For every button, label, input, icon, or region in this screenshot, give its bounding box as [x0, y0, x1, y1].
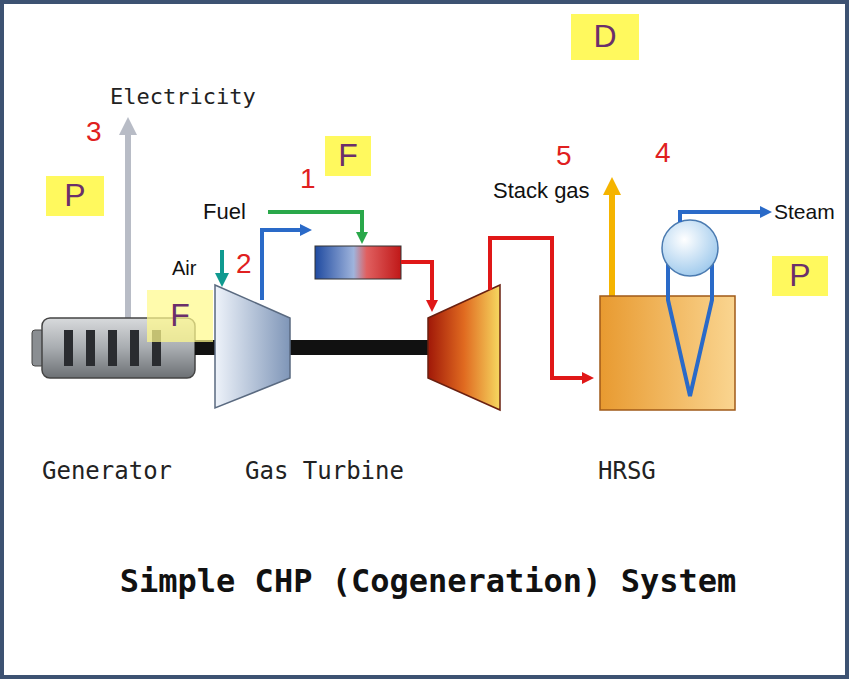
stream-letter: P [789, 258, 810, 293]
hrsg [600, 220, 735, 410]
highlight-box: F [325, 136, 371, 175]
callout-number: 4 [655, 137, 671, 169]
compressor [215, 285, 290, 408]
fuel-pipe [268, 212, 362, 238]
callout-number: 2 [236, 248, 252, 280]
component-name: HRSG [598, 458, 656, 486]
hot-gas-pipe [401, 262, 432, 306]
flow-label: Stack gas [493, 178, 590, 203]
component-name: Gas Turbine [245, 458, 404, 486]
flow-label: Electricity [110, 84, 256, 109]
stream-letter: F [170, 298, 190, 333]
callout-number: 5 [556, 140, 572, 172]
stream-letter: F [338, 138, 358, 173]
highlight-box: D [571, 14, 639, 60]
diagram-caption: Simple CHP (Cogeneration) System [120, 562, 737, 600]
compressed-air-pipe [262, 230, 306, 300]
stack-gas-arrow [609, 186, 615, 296]
highlight-box: P [46, 176, 104, 215]
flow-label: Fuel [203, 199, 246, 224]
stream-letter: P [64, 178, 85, 213]
highlight-box: F [147, 290, 213, 342]
exhaust-pipe [490, 238, 588, 378]
flow-label: Air [172, 257, 196, 280]
callout-number: 1 [300, 163, 316, 195]
callout-number: 3 [86, 116, 102, 148]
electricity-arrow [125, 126, 131, 318]
air-arrow [220, 250, 224, 280]
turbine [428, 285, 500, 410]
highlight-box: P [772, 256, 828, 295]
flow-label: Steam [774, 200, 835, 224]
combustor [315, 246, 401, 279]
stream-letter: D [593, 19, 616, 54]
component-name: Generator [42, 458, 172, 486]
steam-pipe [680, 212, 766, 222]
